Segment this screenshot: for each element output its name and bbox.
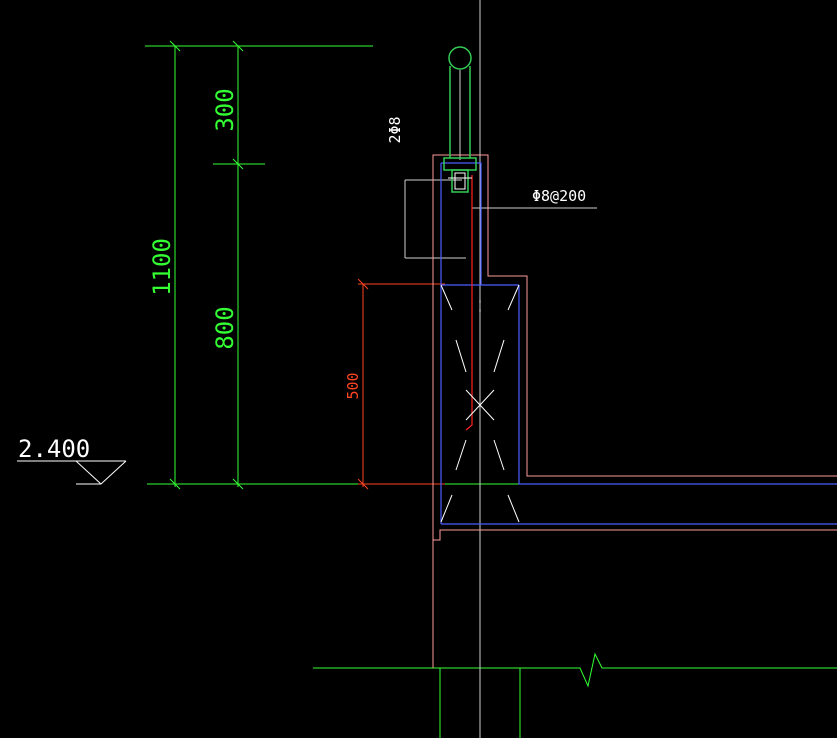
dimension-lines-green xyxy=(145,40,837,738)
break-marks xyxy=(440,284,520,523)
dim-tick xyxy=(169,40,181,52)
dim-tick xyxy=(169,478,181,490)
dim-tick xyxy=(232,40,244,52)
rebar-label-top: 2Φ8 xyxy=(386,116,404,143)
dim-text-sill: 500 xyxy=(344,372,362,399)
rebar-lines xyxy=(440,162,837,525)
dim-tick xyxy=(232,158,244,170)
ground-line-break xyxy=(313,652,837,688)
rebar-label-stirrup: Φ8@200 xyxy=(532,187,586,205)
rail-circle xyxy=(448,46,472,70)
dim-text-overall: 1100 xyxy=(148,238,176,296)
center-lines xyxy=(404,0,597,738)
railing xyxy=(443,46,477,193)
elevation-marker xyxy=(17,460,127,485)
dim-text-upper: 300 xyxy=(211,88,239,131)
red-rebar xyxy=(465,175,473,431)
dim-text-lower: 800 xyxy=(211,306,239,349)
elevation-text: 2.400 xyxy=(18,435,90,463)
rail-anchor-inner xyxy=(448,172,472,190)
structure-outline xyxy=(432,154,837,668)
rail-anchor xyxy=(451,169,469,193)
dim-tick xyxy=(232,478,244,490)
dimension-lines-red xyxy=(357,278,445,490)
